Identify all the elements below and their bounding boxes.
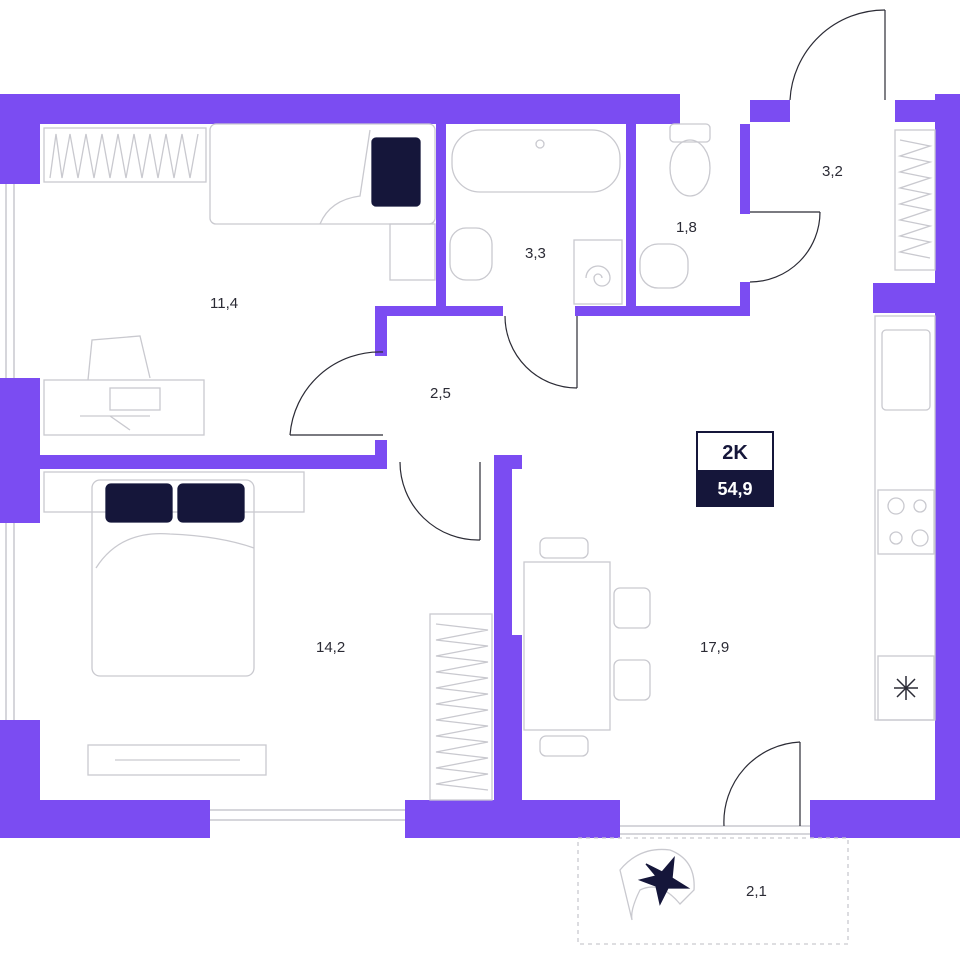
wall-divider-stub <box>40 455 188 469</box>
wall-bottom-left <box>0 800 210 838</box>
area-bedroom-top: 11,4 <box>210 295 238 312</box>
washing-drum <box>585 265 611 287</box>
bed-double <box>91 479 255 677</box>
pillow-double-left <box>105 483 173 523</box>
chair-top-dining <box>539 537 589 559</box>
stove <box>877 489 935 555</box>
total-area: 54,9 <box>717 479 752 499</box>
wardrobe-top <box>43 127 207 183</box>
wall-right-niche <box>873 283 935 313</box>
balcony-outline <box>577 837 849 945</box>
wall-left-top <box>0 94 40 184</box>
wall-bottom-right <box>810 800 960 838</box>
burner-3 <box>889 531 903 545</box>
wall-top <box>0 94 680 124</box>
wall-living-bottom-left <box>494 635 522 800</box>
wall-bath-toilet <box>626 124 636 314</box>
tv-bench <box>87 744 267 776</box>
apartment-badge: 2K 54,9 <box>696 431 774 507</box>
door-bath <box>504 315 578 389</box>
dining-table <box>523 561 611 731</box>
area-balcony: 2,1 <box>746 883 767 900</box>
wall-bath-left <box>436 124 446 314</box>
wall-bath-bottom <box>375 306 503 316</box>
door-toilet <box>749 211 821 283</box>
door-entrance <box>789 9 886 101</box>
bath-sink <box>449 227 493 281</box>
monitor-top <box>109 387 161 411</box>
door-bedroom-bottom <box>399 461 481 541</box>
chair-right-2 <box>613 659 651 701</box>
bed-double-blanket <box>95 532 255 569</box>
kitchen-counter <box>874 315 936 721</box>
chair-top <box>87 335 151 381</box>
washing-machine <box>573 239 623 305</box>
area-bathroom: 3,3 <box>525 245 546 262</box>
chair-bottom-dining <box>539 735 589 757</box>
wall-toilet-right-a <box>740 124 750 214</box>
wall-bedrooms-divider <box>188 455 378 469</box>
apartment-type: 2K <box>722 442 748 464</box>
area-labels: 11,4 3,3 1,8 3,2 2,5 14,2 17,9 2,1 <box>210 163 843 900</box>
windows <box>5 184 810 835</box>
wall-bottom-mid <box>405 800 620 838</box>
desk-top <box>43 379 205 436</box>
door-bedroom-top <box>289 351 384 436</box>
burner-2 <box>913 499 927 513</box>
kitchen-sink <box>881 329 931 411</box>
headboard <box>43 471 305 513</box>
burner-4 <box>911 529 929 547</box>
wall-top-right <box>750 100 790 122</box>
bed-single <box>209 123 436 225</box>
area-bedroom-bottom: 14,2 <box>316 639 345 656</box>
area-hall-entry: 3,2 <box>822 163 843 180</box>
area-kitchen-living: 17,9 <box>700 639 729 656</box>
area-corridor: 2,5 <box>430 385 451 402</box>
wall-corridor-left-b <box>375 440 387 469</box>
bed-single-blanket <box>319 129 371 225</box>
snowflake-icon <box>894 676 918 700</box>
balcony-chair <box>619 848 695 921</box>
desk-keyboard <box>80 415 150 431</box>
pillow-single <box>371 137 421 207</box>
toilet-sink <box>639 243 689 289</box>
hall-wardrobe <box>894 129 936 271</box>
wall-bath-bottom-right <box>575 306 750 316</box>
furniture <box>43 123 936 945</box>
wall-toilet-right-b <box>740 282 750 316</box>
balcony-cushion <box>637 856 691 906</box>
toilet-tank <box>669 123 711 143</box>
wall-left-mid <box>0 378 40 523</box>
fridge <box>877 655 935 721</box>
bathtub <box>451 129 621 193</box>
doors <box>289 9 886 827</box>
walls <box>0 94 960 838</box>
hall-wardrobe-hatch <box>897 139 933 259</box>
toilet-bowl <box>669 139 711 197</box>
area-toilet: 1,8 <box>676 219 697 236</box>
wall-right <box>935 94 960 838</box>
wardrobe-bottom-hatch <box>435 623 489 791</box>
door-balcony <box>723 741 801 827</box>
bath-drain <box>535 139 545 149</box>
wall-living-left <box>494 455 512 635</box>
chair-right-1 <box>613 587 651 629</box>
nightstand-top <box>389 223 436 281</box>
wardrobe-top-hatch <box>49 133 199 179</box>
wall-corridor-left <box>375 306 387 356</box>
pillow-double-right <box>177 483 245 523</box>
wardrobe-bottom <box>429 613 493 801</box>
badge-bottom-fill <box>697 470 773 506</box>
burner-1 <box>887 497 905 515</box>
wall-living-left-b <box>494 455 522 469</box>
